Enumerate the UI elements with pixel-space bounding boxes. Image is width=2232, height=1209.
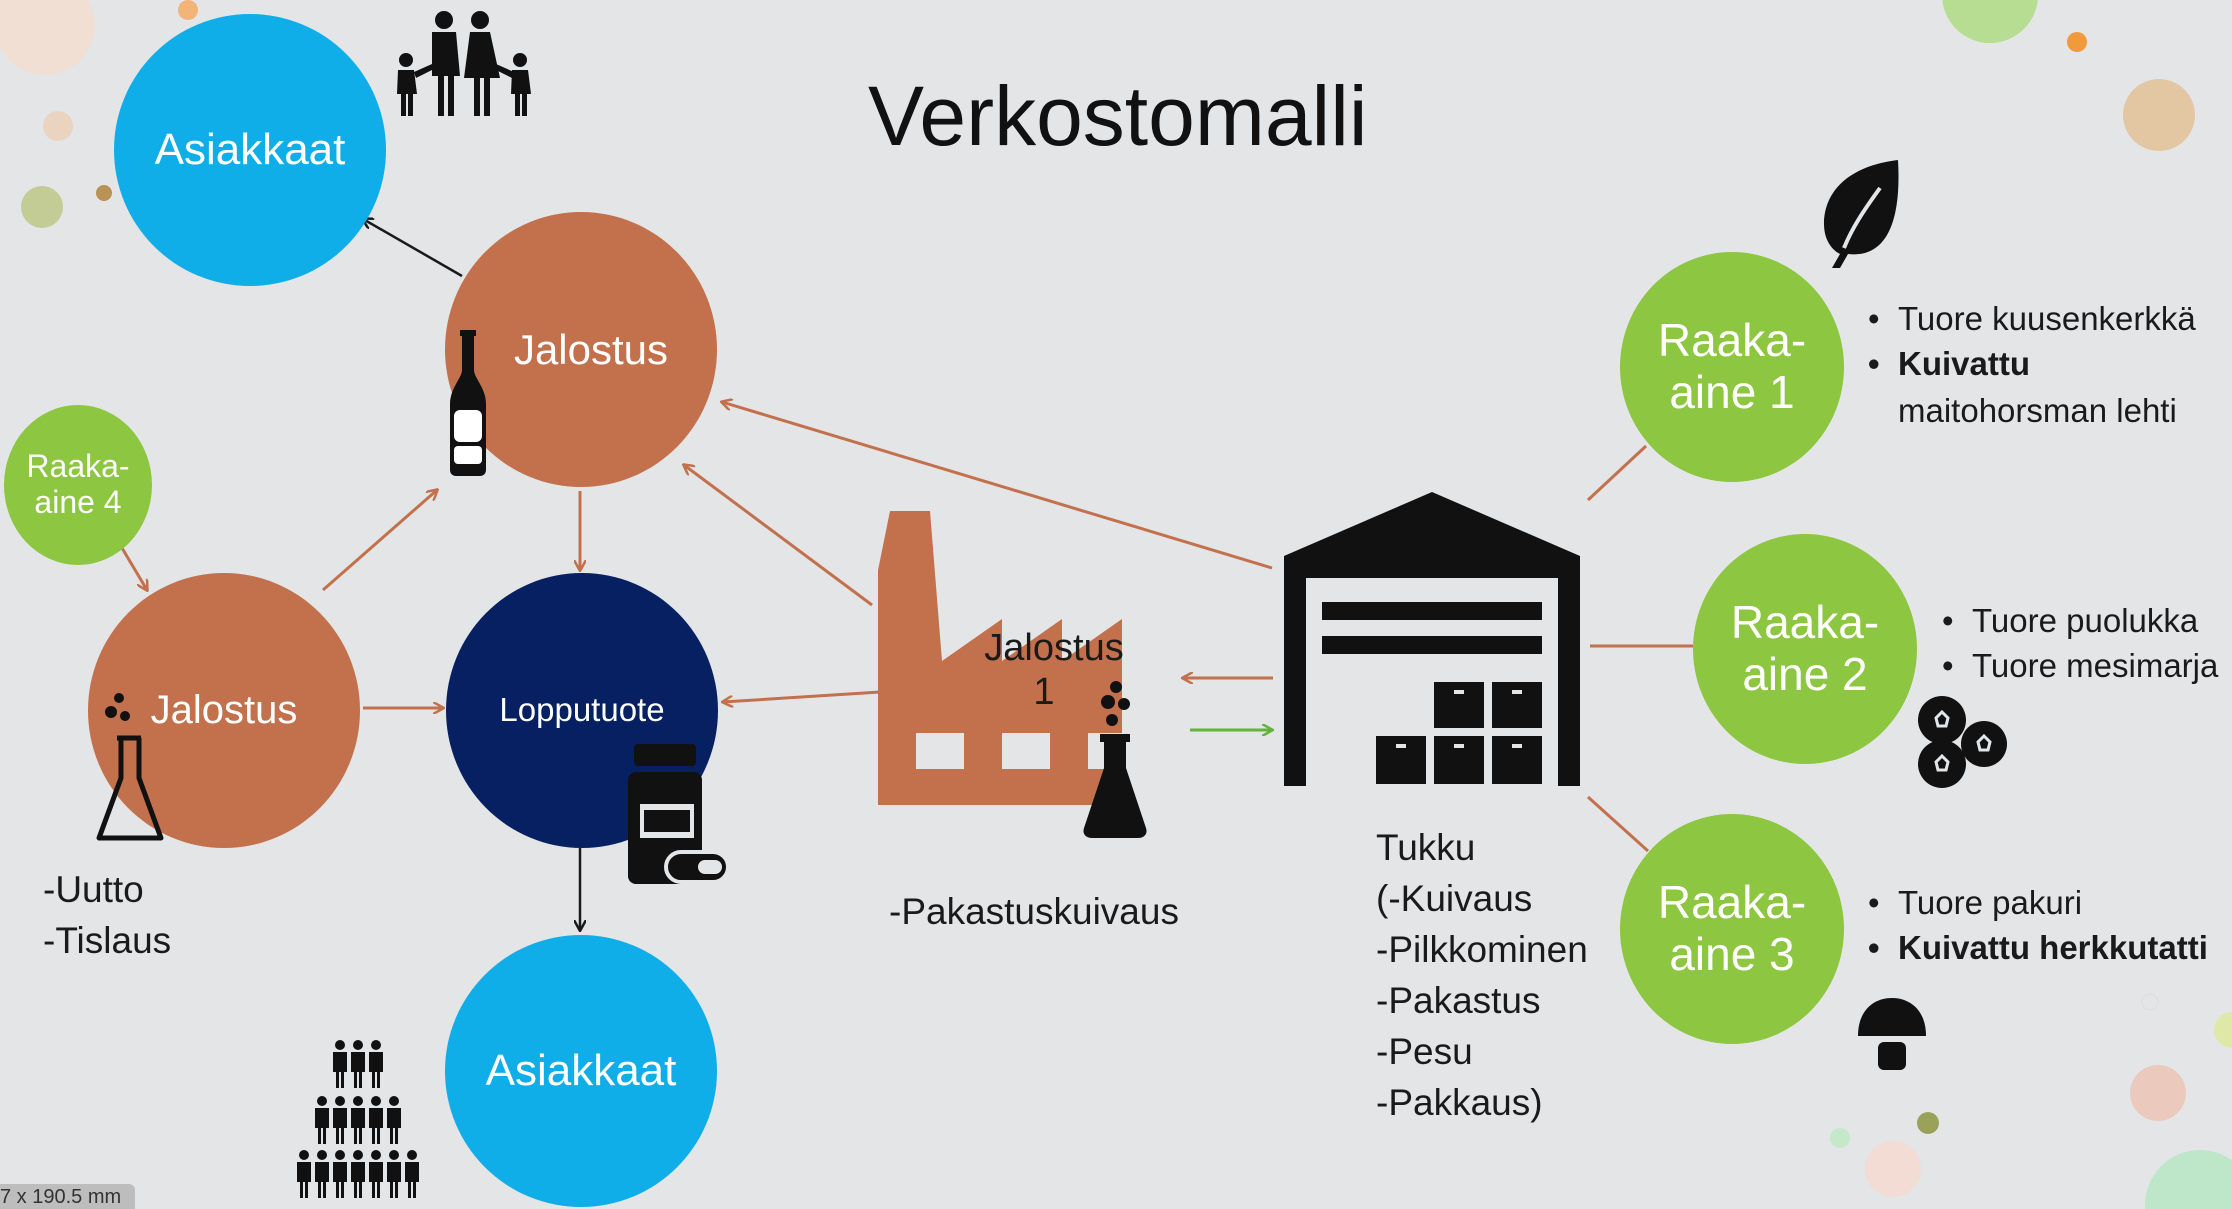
- raw-material-1-node: Raaka- aine 1: [1620, 252, 1844, 482]
- left-processing-note-2: -Tislaus: [43, 920, 172, 961]
- medicine-bottle-icon: [628, 744, 730, 884]
- line-wholesale-raw3: [1586, 795, 1650, 853]
- raw-material-3-list: Tuore pakuri Kuivattu herkkutatti: [1868, 880, 2208, 970]
- raw-material-1-item-cont: maitohorsman lehti: [1898, 392, 2177, 429]
- raw-material-1-line2: aine 1: [1669, 366, 1795, 418]
- raw-material-2-node: Raaka- aine 2: [1693, 534, 1917, 764]
- factory-label-line2: 1: [1033, 671, 1055, 713]
- processing-left-node: Jalostus: [88, 573, 360, 848]
- raw-material-3-node: Raaka- aine 3: [1620, 814, 1844, 1044]
- wholesale-note-3: -Pilkkominen: [1376, 929, 1588, 970]
- flask-icon: [96, 693, 164, 841]
- raw-material-3-item: Kuivattu herkkutatti: [1868, 925, 2208, 970]
- arrow-left-to-top-processing: [322, 490, 437, 592]
- bottle-icon: [450, 330, 486, 476]
- raw-material-1-item: Kuivattu: [1868, 341, 2196, 386]
- raw-material-1-item: Tuore kuusenkerkkä: [1868, 296, 2196, 341]
- arrow-processing-to-customers: [363, 219, 463, 278]
- raw-material-4-node: Raaka- aine 4: [4, 405, 152, 565]
- customers-bottom-node: Asiakkaat: [445, 935, 717, 1207]
- raw-material-2-line2: aine 2: [1742, 648, 1868, 700]
- end-product-label: Lopputuote: [499, 691, 665, 729]
- flask-icon: [1083, 681, 1147, 838]
- berries-icon: [1918, 696, 2007, 788]
- customers-top-label: Asiakkaat: [154, 125, 346, 175]
- customers-top-node: Asiakkaat: [114, 14, 386, 286]
- processing-top-label: Jalostus: [513, 325, 669, 373]
- raw-material-2-list: Tuore puolukka Tuore mesimarja: [1942, 598, 2218, 688]
- line-wholesale-raw1: [1586, 444, 1648, 502]
- raw-material-1-line1: Raaka-: [1657, 314, 1807, 367]
- dimension-tag: 7 x 190.5 mm: [0, 1184, 136, 1209]
- wholesale-note-2: (-Kuivaus: [1376, 878, 1533, 919]
- mushroom-icon: [1858, 998, 1926, 1070]
- raw-material-2-line1: Raaka-: [1730, 596, 1880, 649]
- raw-material-2-item: Tuore mesimarja: [1942, 643, 2218, 688]
- arrow-wholesale-to-top-processing: [722, 402, 1273, 570]
- raw-material-3-line2: aine 3: [1669, 928, 1795, 980]
- arrow-factory-to-top-processing: [684, 465, 873, 607]
- wholesale-notes: Tukku (-Kuivaus -Pilkkominen -Pakastus -…: [1376, 822, 1588, 1128]
- leaf-icon: [1824, 160, 1899, 268]
- left-processing-note-1: -Uutto: [43, 869, 144, 910]
- raw-material-3-item: Tuore pakuri: [1868, 880, 2208, 925]
- arrow-raw4-to-processing: [120, 547, 147, 590]
- page-title: Verkostomalli: [868, 69, 1368, 163]
- raw-material-3-line1: Raaka-: [1657, 876, 1807, 929]
- factory-label: Jalostus 1: [974, 626, 1134, 714]
- raw-material-4-line2: aine 4: [34, 484, 122, 520]
- wholesale-note-5: -Pesu: [1376, 1031, 1473, 1072]
- wholesale-note-4: -Pakastus: [1376, 980, 1541, 1021]
- wholesale-note-6: -Pakkaus): [1376, 1082, 1543, 1123]
- raw-material-4-line1: Raaka-: [26, 448, 130, 485]
- raw-material-1-list: Tuore kuusenkerkkä Kuivattu: [1868, 296, 2196, 386]
- end-product-node: Lopputuote: [446, 573, 718, 848]
- warehouse-icon: [1284, 492, 1580, 786]
- raw-material-2-item: Tuore puolukka: [1942, 598, 2218, 643]
- processing-top-node: Jalostus: [445, 212, 717, 487]
- customers-bottom-label: Asiakkaat: [485, 1046, 677, 1096]
- processing-left-label: Jalostus: [150, 688, 298, 733]
- family-icon: [397, 11, 531, 116]
- wholesale-note-1: Tukku: [1376, 827, 1476, 868]
- arrow-factory-to-end-product: [723, 690, 881, 702]
- factory-note: -Pakastuskuivaus: [889, 891, 1179, 932]
- crowd-icon: [297, 1040, 419, 1198]
- factory-label-line1: Jalostus: [984, 627, 1124, 669]
